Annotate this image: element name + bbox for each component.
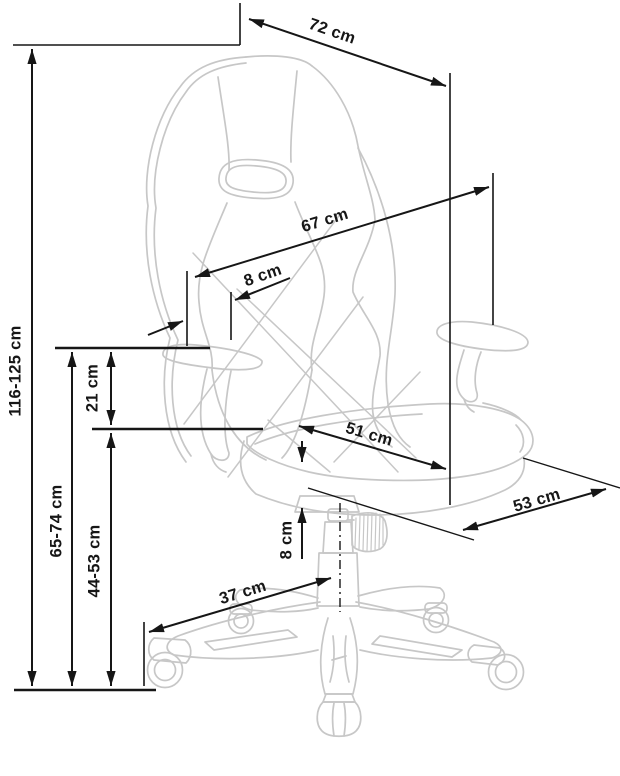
caster-left	[146, 651, 184, 689]
right-armrest-post	[456, 349, 482, 403]
backrest-inner-left	[153, 62, 247, 457]
base-leg-back-right	[357, 585, 446, 612]
level-lines	[14, 346, 263, 692]
base-leg-right-sliver	[371, 635, 463, 658]
caster-right	[487, 653, 525, 691]
adjustment-lever-knob	[351, 511, 388, 553]
gas-lift	[294, 495, 388, 607]
ext-53-right	[522, 457, 620, 489]
left-armrest	[162, 343, 263, 473]
left-armrest-post	[199, 368, 232, 462]
right-armrest	[436, 320, 529, 413]
lever-hatching	[354, 512, 384, 552]
base-leg-front	[319, 617, 359, 695]
arrow-72	[248, 18, 447, 87]
backrest-seam-top-right	[289, 70, 298, 163]
backrest-outer-right	[311, 65, 393, 448]
seat-front-face	[239, 440, 526, 516]
dimension-labels: 72 cm 67 cm 8 cm 116-125 cm 21 cm 65-74 …	[6, 15, 562, 608]
arrow-53	[462, 488, 607, 531]
arrow-37	[148, 577, 332, 633]
label-floor-to-armrest: 65-74 cm	[47, 484, 65, 557]
right-armrest-pad	[436, 320, 529, 352]
backrest-seam-bottom-left	[211, 369, 267, 461]
chair-seat	[239, 402, 534, 516]
arrow-51	[298, 425, 447, 470]
seat-seam-right	[515, 424, 525, 453]
left-armrest-pad	[162, 343, 263, 371]
chair-backrest	[145, 55, 411, 463]
backrest-seam-top-left	[217, 76, 230, 171]
arrow-8-top-left	[147, 320, 184, 336]
arrow-67	[194, 186, 490, 278]
label-backrest-top-thickness: 8 cm	[242, 261, 285, 291]
chair-base	[146, 601, 525, 738]
backrest-outer-left	[145, 56, 247, 463]
seat-top	[246, 402, 534, 482]
caster-front	[316, 693, 362, 738]
label-seat-cushion-thickness: 8 cm	[277, 521, 295, 560]
ext-53-left	[307, 487, 475, 541]
gas-lift-cap	[327, 508, 349, 522]
headrest-pillow-inner	[225, 164, 287, 194]
backrest-right-wing	[357, 147, 411, 448]
backrest-seam-bottom-right	[281, 369, 313, 459]
caster-back-right	[422, 602, 450, 634]
label-seat-back-top-depth: 72 cm	[306, 15, 358, 48]
label-seat-depth: 53 cm	[511, 485, 562, 516]
backrest-top	[245, 55, 313, 67]
label-armrest-above-seat: 21 cm	[83, 364, 101, 412]
base-leg-left-sliver	[204, 629, 298, 651]
label-overall-height: 116-125 cm	[6, 325, 24, 416]
base-leg-left-tip	[147, 637, 192, 664]
label-seat-height: 44-53 cm	[85, 524, 103, 597]
arrow-8-top-right	[234, 277, 291, 301]
chair-drawing	[145, 55, 534, 738]
dimension-arrows	[27, 18, 607, 686]
gas-lift-upper-cylinder	[322, 521, 354, 554]
seat-seam-left	[254, 413, 423, 445]
dimension-layer	[13, 3, 620, 692]
tilt-mechanism	[294, 495, 360, 513]
label-seat-width: 51 cm	[343, 419, 394, 450]
extension-lines	[13, 3, 620, 686]
